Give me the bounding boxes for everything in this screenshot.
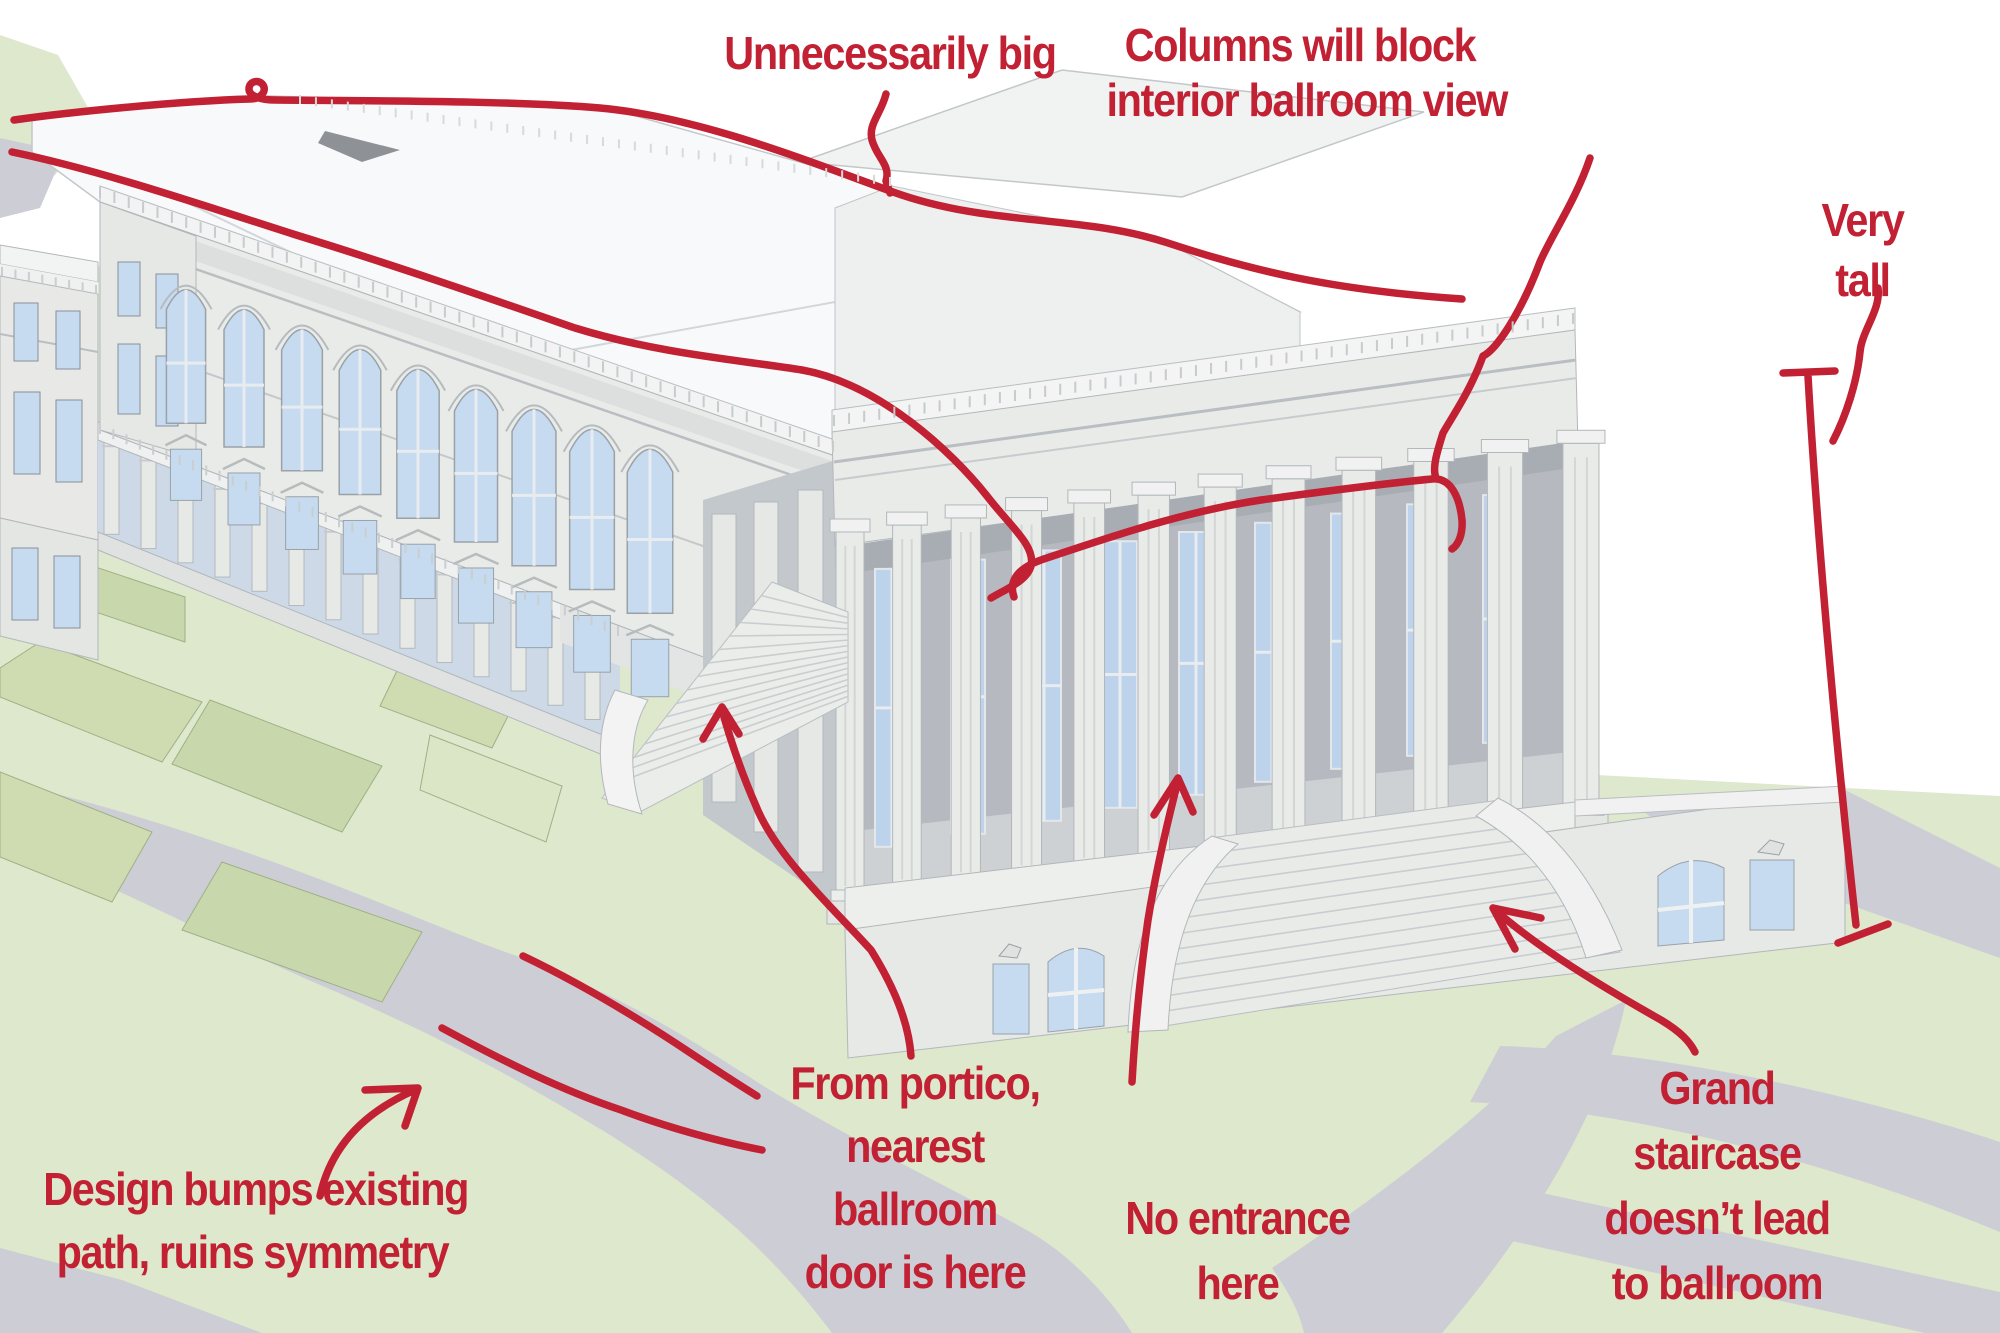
label-unnecessarily-big: Unnecessarily big — [724, 27, 1057, 79]
no-entrance-arrow — [1128, 774, 1197, 1086]
label-no-entrance: No entrance here — [1125, 1192, 1351, 1309]
red-annotations — [8, 77, 1892, 1200]
label-columns-block-view: Columns will block interior ballroom vie… — [1106, 19, 1509, 126]
roof-outline-back — [10, 77, 1466, 303]
main-facade — [99, 185, 836, 707]
basement-windows — [992, 839, 1795, 1035]
arched-window-row — [159, 284, 680, 698]
label-from-portico-door: From portico, nearest ballroom door is h… — [790, 1057, 1041, 1298]
label-design-bumps-path: Design bumps existing path, ruins symmet… — [43, 1163, 469, 1278]
cornice-shadow — [100, 208, 835, 482]
label-grand-staircase: Grand staircase doesn’t lead to ballroom — [1604, 1062, 1831, 1309]
portico-door-arrow — [699, 703, 915, 1060]
roof-dormer — [318, 131, 400, 162]
columns-pointer-stem — [1430, 154, 1594, 482]
grand-staircase-arrow — [1489, 904, 1699, 1056]
path-edge-stroke-upper — [519, 952, 761, 1100]
portico — [599, 185, 1846, 1059]
left-wing — [0, 244, 99, 661]
roof-outline-front — [8, 148, 1036, 602]
measure-bracket — [1779, 367, 1892, 947]
design-path-arrow — [316, 1084, 422, 1200]
side-staircase — [599, 581, 849, 815]
label-very-tall: Very tall — [1821, 194, 1904, 306]
columns-underline-brace — [1008, 475, 1466, 601]
squiggle-pointer — [867, 90, 894, 197]
hip-roof — [799, 69, 1425, 198]
path-edge-stroke-lower — [438, 1024, 766, 1154]
very-tall-squiggle — [1829, 284, 1882, 445]
